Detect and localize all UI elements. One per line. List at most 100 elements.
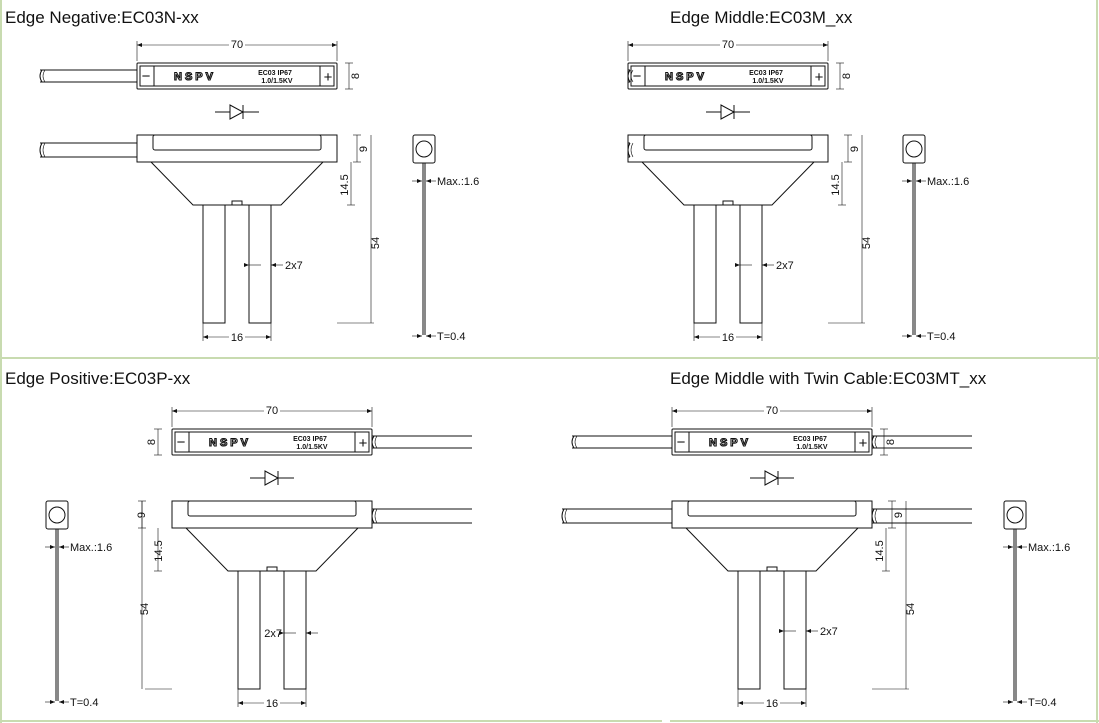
dim-total-54: 54	[139, 603, 151, 615]
dim-top-9: 9	[849, 146, 861, 152]
panel-title: Edge Middle:EC03M_xx	[670, 8, 853, 27]
dim-top-9: 9	[893, 512, 905, 518]
dim-16-bg	[720, 331, 736, 342]
end-hole	[48, 506, 66, 524]
side-notch	[722, 200, 734, 205]
dim-16-bg	[264, 697, 280, 708]
dimension-arrow	[672, 409, 677, 413]
end-body	[45, 500, 69, 530]
dim-taper-14-5: 14.5	[874, 540, 886, 561]
dim-height-8: 8	[885, 439, 897, 445]
panel-title: Edge Middle with Twin Cable:EC03MT_xx	[670, 369, 987, 388]
end-hole	[1006, 506, 1024, 524]
terminal-end-view-icon	[45, 500, 69, 701]
nspv-logo: NSPV	[665, 71, 707, 83]
side-taper	[185, 527, 359, 572]
dimension-arrow	[417, 179, 422, 183]
top-cable-left-break2	[42, 69, 46, 83]
side-taper	[641, 161, 815, 206]
plus-sign: +	[359, 435, 368, 452]
side-cable-left-break2	[42, 142, 46, 158]
diode-triangle	[720, 104, 736, 120]
minus-sign: −	[633, 68, 642, 85]
dim-length-70: 70	[722, 39, 734, 51]
dim-spacing-16: 16	[766, 698, 778, 710]
dimension-arrow	[367, 409, 372, 413]
dimension-arrow	[1008, 545, 1013, 549]
plus-sign: +	[815, 69, 824, 86]
diode-triangle	[264, 470, 280, 486]
label-line-1: EC03 IP67	[293, 436, 327, 443]
dim-16-bg	[764, 697, 780, 708]
dim-total-54: 54	[861, 237, 873, 249]
pin-right	[248, 204, 272, 324]
top-cable-left-break	[39, 69, 43, 83]
dimension-arrow	[801, 701, 806, 705]
dimension-arrow	[426, 334, 431, 338]
dimension-arrow	[137, 43, 142, 47]
end-body	[412, 134, 436, 164]
dimension-arrow	[916, 334, 921, 338]
dim-text-bg	[764, 404, 780, 414]
label-line-2: 1.0/1.5KV	[796, 444, 827, 451]
dimension-arrow	[628, 43, 633, 47]
dim-max-1-6: Max.:1.6	[437, 176, 479, 188]
dim-taper-14-5: 14.5	[830, 174, 842, 195]
end-body	[1003, 500, 1027, 530]
side-notch	[266, 566, 278, 571]
plus-sign: +	[859, 435, 868, 452]
nspv-logo: NSPV	[174, 71, 216, 83]
label-line-1: EC03 IP67	[749, 70, 783, 77]
terminal-end-view-icon	[1003, 500, 1027, 701]
pin-left	[202, 204, 226, 324]
dim-max-1-6: Max.:1.6	[927, 176, 969, 188]
connector-top-body	[171, 428, 373, 456]
dimension-arrow	[266, 335, 271, 339]
connector-top-body	[136, 62, 338, 90]
side-top-body	[171, 500, 373, 529]
panel-title: Edge Negative:EC03N-xx	[5, 8, 199, 27]
diode-symbol-icon	[750, 470, 794, 486]
label-line-2: 1.0/1.5KV	[296, 444, 327, 451]
dimension-arrow	[907, 334, 912, 338]
dim-length-70: 70	[266, 405, 278, 417]
dim-16-bg	[229, 331, 245, 342]
pin-right	[783, 570, 807, 690]
dim-text-bg	[264, 404, 280, 414]
dim-height-8: 8	[841, 73, 853, 79]
dimension-arrow	[271, 263, 276, 267]
label-line-2: 1.0/1.5KV	[752, 78, 783, 85]
side-notch	[231, 200, 243, 205]
dim-height-8: 8	[350, 73, 362, 79]
dim-t-0-4: T=0.4	[1028, 697, 1056, 709]
dim-total-54: 54	[370, 237, 382, 249]
top-cable-right-break2	[374, 435, 378, 449]
side-top-body	[671, 500, 873, 529]
dimension-arrow	[823, 43, 828, 47]
dimension-arrow	[1017, 700, 1022, 704]
pin-left	[737, 570, 761, 690]
dimension-arrow	[172, 409, 177, 413]
dimension-arrow	[301, 701, 306, 705]
terminal-end-view-icon	[412, 134, 436, 335]
top-cable-left-break2	[574, 435, 578, 449]
dimension-arrow	[59, 700, 64, 704]
side-cable-right-break2	[874, 508, 878, 524]
dim-pin-2x7: 2x7	[285, 260, 303, 272]
dim-spacing-16: 16	[722, 332, 734, 344]
plus-sign: +	[324, 69, 333, 86]
pin-left	[237, 570, 261, 690]
end-body	[902, 134, 926, 164]
dimension-arrow	[779, 629, 784, 633]
dimension-arrow	[738, 701, 743, 705]
side-top-window	[152, 134, 322, 151]
nspv-logo: NSPV	[709, 437, 751, 449]
dimension-arrow	[1017, 545, 1022, 549]
dim-max-1-6: Max.:1.6	[1028, 542, 1070, 554]
end-hole	[905, 140, 923, 158]
dimension-arrow	[238, 701, 243, 705]
dim-text-bg	[720, 38, 736, 48]
dim-pin-2x7: 2x7	[776, 260, 794, 272]
